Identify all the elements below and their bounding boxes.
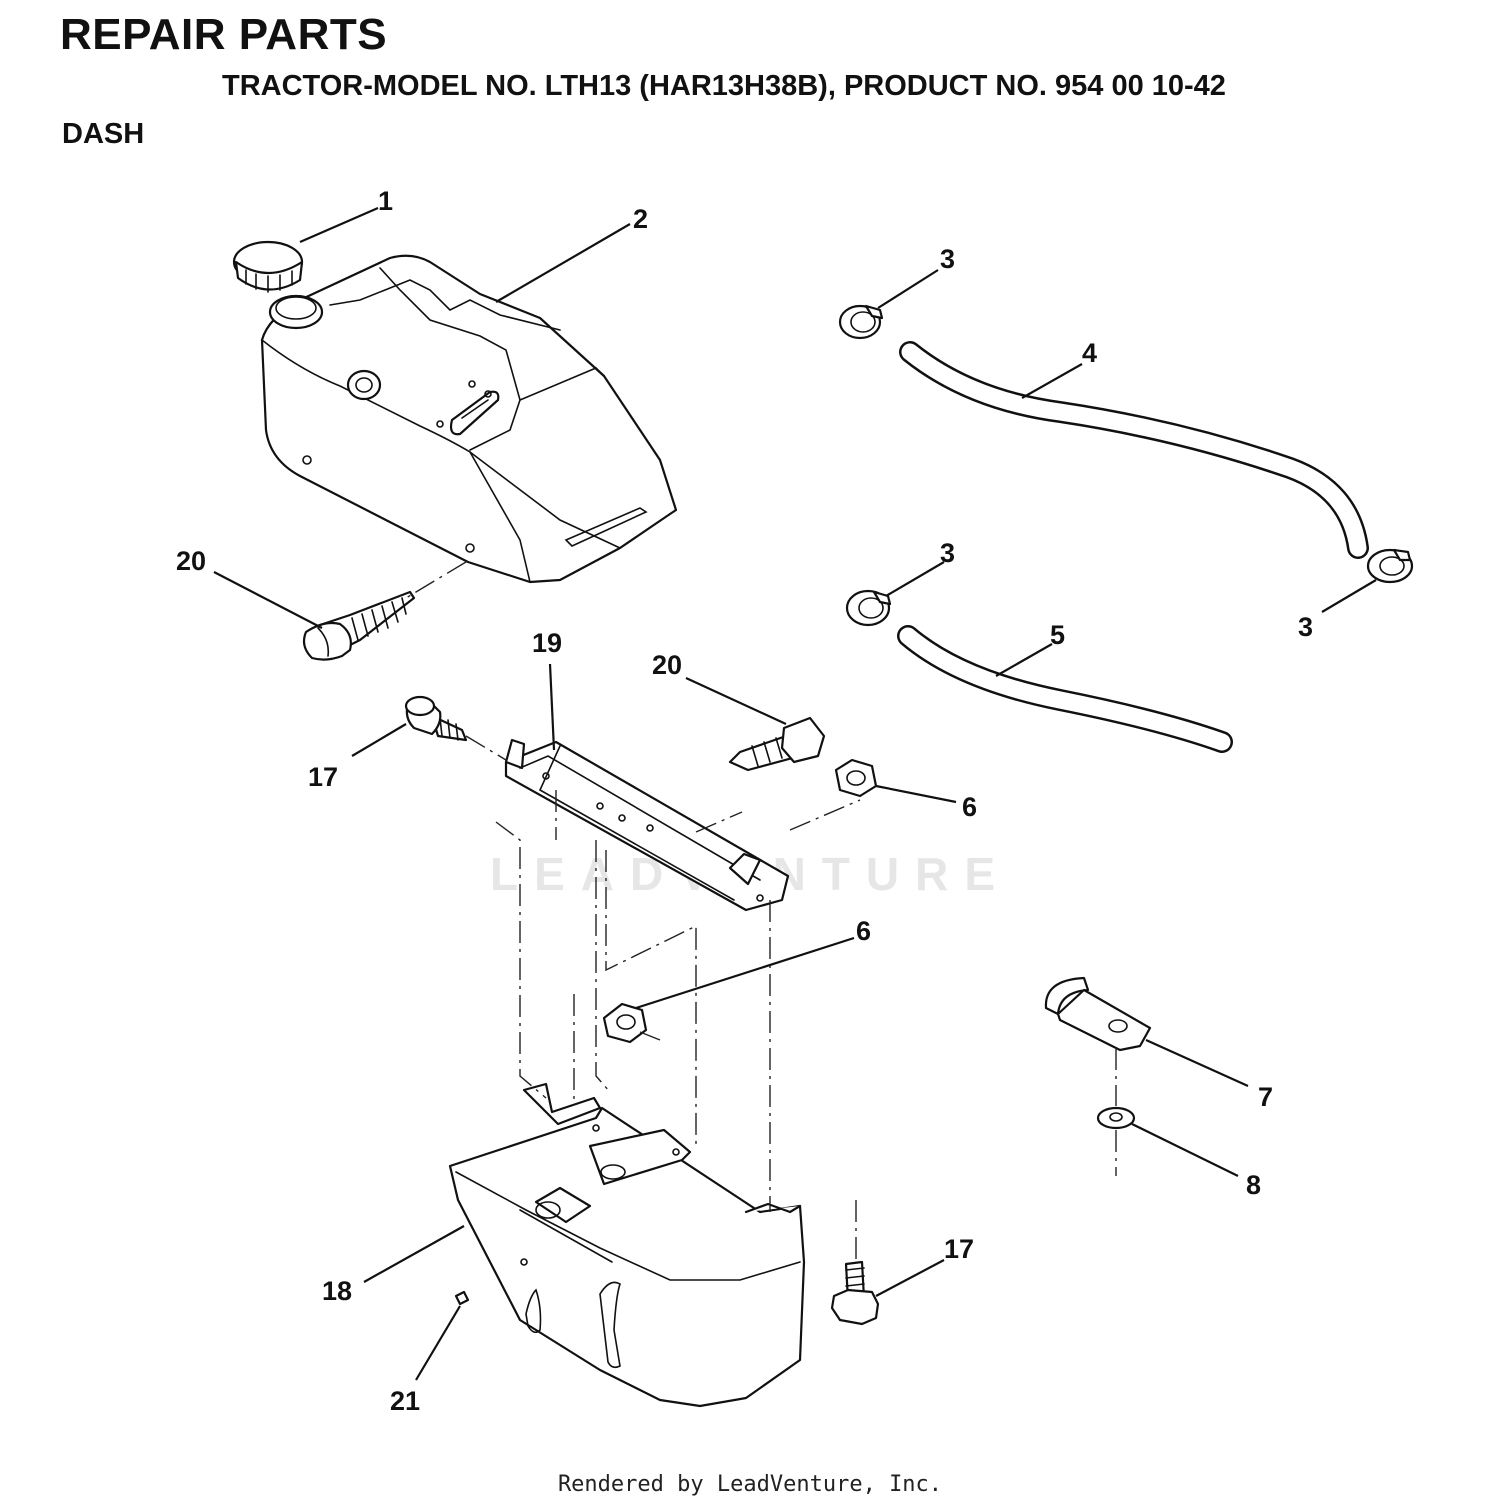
leader-lines: [213, 206, 1377, 1381]
callout-8: 8: [1246, 1170, 1261, 1200]
part-20-screw-upper[interactable]: [302, 590, 416, 661]
callout-3-middle: 3: [940, 538, 955, 568]
part-3-hose-clamp-upper[interactable]: [838, 304, 884, 340]
assembly-lines: [405, 561, 1117, 1262]
callout-6-upper: 6: [962, 792, 977, 822]
callout-6-lower: 6: [856, 916, 871, 946]
callout-3-right: 3: [1298, 612, 1313, 642]
part-5-fuel-hose-short[interactable]: [897, 625, 1233, 753]
callout-20-lower: 20: [652, 650, 682, 680]
callout-20-upper: 20: [176, 546, 206, 576]
part-2-dash-tank[interactable]: [260, 254, 678, 584]
callout-7: 7: [1258, 1082, 1273, 1112]
part-7-hose-clip[interactable]: [1044, 976, 1152, 1052]
part-18-dash-panel[interactable]: [448, 1082, 806, 1408]
callout-2: 2: [633, 204, 648, 234]
callout-19: 19: [532, 628, 562, 658]
part-20-screw-lower[interactable]: [728, 716, 826, 772]
part-1-fuel-cap[interactable]: [232, 240, 304, 293]
callout-18: 18: [322, 1276, 352, 1306]
part-19-bracket[interactable]: [504, 738, 790, 912]
page-title: REPAIR PARTS: [60, 10, 388, 59]
section-title: DASH: [62, 118, 145, 150]
part-21-pin[interactable]: [454, 1290, 470, 1306]
part-17-bolt-lower[interactable]: [830, 1260, 880, 1326]
part-8-washer[interactable]: [1096, 1106, 1136, 1130]
callout-5: 5: [1050, 620, 1065, 650]
model-subtitle: TRACTOR-MODEL NO. LTH13 (HAR13H38B), PRO…: [222, 70, 1226, 102]
part-3-hose-clamp-middle[interactable]: [845, 589, 892, 627]
part-3-hose-clamp-right[interactable]: [1366, 548, 1414, 584]
part-4-fuel-hose-long[interactable]: [899, 341, 1369, 559]
callout-17-upper: 17: [308, 762, 338, 792]
callout-17-lower: 17: [944, 1234, 974, 1264]
callouts: 1 2 3 4 3 3 5 20 19 20 17 6 6 7 8 17 18 …: [176, 186, 1313, 1416]
callout-1: 1: [378, 186, 393, 216]
parts-diagram: LEADVENTURE: [176, 186, 1414, 1416]
part-6-nut-upper[interactable]: [834, 758, 878, 798]
callout-4: 4: [1082, 338, 1097, 368]
callout-21: 21: [390, 1386, 420, 1416]
footer-credit: Rendered by LeadVenture, Inc.: [557, 1472, 943, 1497]
part-17-bolt-upper[interactable]: [404, 695, 468, 742]
callout-3-upper: 3: [940, 244, 955, 274]
part-6-nut-lower[interactable]: [602, 1002, 648, 1044]
